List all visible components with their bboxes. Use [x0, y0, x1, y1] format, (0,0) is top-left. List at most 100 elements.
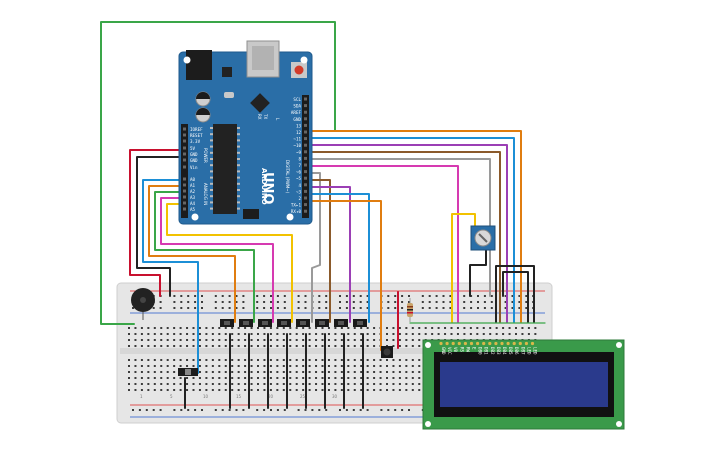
bb-hole[interactable] [502, 327, 505, 329]
rail-hole[interactable] [235, 307, 238, 309]
bb-hole[interactable] [366, 371, 369, 373]
rail-hole[interactable] [352, 409, 355, 411]
bb-hole[interactable] [198, 327, 201, 329]
bb-hole[interactable] [166, 365, 169, 367]
bb-hole[interactable] [218, 327, 221, 329]
bb-hole[interactable] [153, 327, 156, 329]
bb-hole[interactable] [534, 327, 537, 329]
bb-hole[interactable] [353, 365, 356, 367]
bb-hole[interactable] [398, 339, 401, 341]
bb-hole[interactable] [218, 371, 221, 373]
bb-hole[interactable] [353, 333, 356, 335]
rail-hole[interactable] [180, 409, 183, 411]
rail-hole[interactable] [401, 301, 404, 303]
bb-hole[interactable] [321, 371, 324, 373]
bb-hole[interactable] [250, 383, 253, 385]
bb-hole[interactable] [237, 371, 240, 373]
bb-hole[interactable] [327, 389, 330, 391]
rail-hole[interactable] [359, 409, 362, 411]
bb-hole[interactable] [198, 371, 201, 373]
bb-hole[interactable] [289, 345, 292, 347]
bb-hole[interactable] [147, 359, 150, 361]
bb-hole[interactable] [295, 377, 298, 379]
bb-hole[interactable] [282, 327, 285, 329]
bb-hole[interactable] [411, 389, 414, 391]
bb-hole[interactable] [515, 333, 517, 335]
pushbutton-cap[interactable] [319, 321, 325, 325]
wire-gray-d7[interactable] [306, 172, 321, 323]
rail-hole[interactable] [490, 307, 493, 309]
rail-hole[interactable] [490, 301, 493, 303]
bb-hole[interactable] [450, 333, 453, 335]
bb-hole[interactable] [186, 389, 189, 391]
bb-hole[interactable] [347, 383, 350, 385]
bb-hole[interactable] [276, 359, 279, 361]
bb-hole[interactable] [263, 377, 266, 379]
bb-hole[interactable] [302, 365, 305, 367]
bb-hole[interactable] [147, 339, 150, 341]
bb-hole[interactable] [353, 383, 356, 385]
bb-hole[interactable] [418, 327, 421, 329]
rail-hole[interactable] [214, 295, 217, 297]
rail-hole[interactable] [201, 301, 203, 303]
bb-hole[interactable] [392, 333, 395, 335]
rail-hole[interactable] [270, 307, 272, 309]
bb-hole[interactable] [269, 383, 272, 385]
bb-hole[interactable] [302, 377, 305, 379]
bb-hole[interactable] [147, 389, 150, 391]
bb-hole[interactable] [418, 359, 421, 361]
bb-hole[interactable] [244, 333, 247, 335]
pushbutton-cap[interactable] [243, 321, 249, 325]
bb-hole[interactable] [211, 389, 214, 391]
bb-hole[interactable] [366, 383, 369, 385]
bb-hole[interactable] [308, 365, 311, 367]
bb-hole[interactable] [282, 365, 285, 367]
bb-hole[interactable] [205, 339, 208, 341]
bb-hole[interactable] [231, 365, 234, 367]
bb-hole[interactable] [431, 327, 434, 329]
rail-hole[interactable] [387, 409, 390, 411]
bb-hole[interactable] [205, 365, 208, 367]
bb-hole[interactable] [160, 365, 163, 367]
rail-hole[interactable] [145, 409, 148, 411]
wire-black-lcd-gnd2[interactable] [502, 271, 529, 323]
bb-hole[interactable] [147, 327, 150, 329]
bb-hole[interactable] [244, 359, 247, 361]
rail-hole[interactable] [152, 307, 155, 309]
bb-hole[interactable] [431, 333, 434, 335]
bb-hole[interactable] [231, 345, 234, 347]
pushbutton-cap[interactable] [300, 321, 306, 325]
rail-hole[interactable] [428, 295, 431, 297]
bb-hole[interactable] [469, 333, 472, 335]
bb-hole[interactable] [327, 359, 330, 361]
bb-hole[interactable] [128, 339, 130, 341]
bb-hole[interactable] [515, 327, 517, 329]
slide-switch[interactable] [178, 368, 198, 376]
rail-hole[interactable] [380, 409, 383, 411]
rail-hole[interactable] [235, 409, 238, 411]
pushbutton-cap[interactable] [357, 321, 363, 325]
bb-hole[interactable] [186, 345, 189, 347]
bb-hole[interactable] [128, 327, 130, 329]
bb-hole[interactable] [418, 333, 421, 335]
bb-hole[interactable] [153, 339, 156, 341]
bb-hole[interactable] [269, 371, 272, 373]
bb-hole[interactable] [173, 365, 176, 367]
bb-hole[interactable] [379, 359, 382, 361]
rail-hole[interactable] [525, 301, 528, 303]
bb-hole[interactable] [205, 345, 208, 347]
bb-hole[interactable] [308, 371, 311, 373]
rail-hole[interactable] [394, 295, 397, 297]
bb-hole[interactable] [282, 371, 285, 373]
wire-magenta-d8[interactable] [306, 165, 459, 323]
bb-hole[interactable] [302, 333, 305, 335]
bb-hole[interactable] [340, 365, 343, 367]
bb-hole[interactable] [405, 327, 408, 329]
bb-hole[interactable] [244, 377, 247, 379]
bb-hole[interactable] [282, 377, 285, 379]
bb-hole[interactable] [360, 389, 363, 391]
bb-hole[interactable] [257, 377, 259, 379]
bb-hole[interactable] [386, 333, 388, 335]
rail-hole[interactable] [483, 307, 486, 309]
bb-hole[interactable] [456, 333, 459, 335]
